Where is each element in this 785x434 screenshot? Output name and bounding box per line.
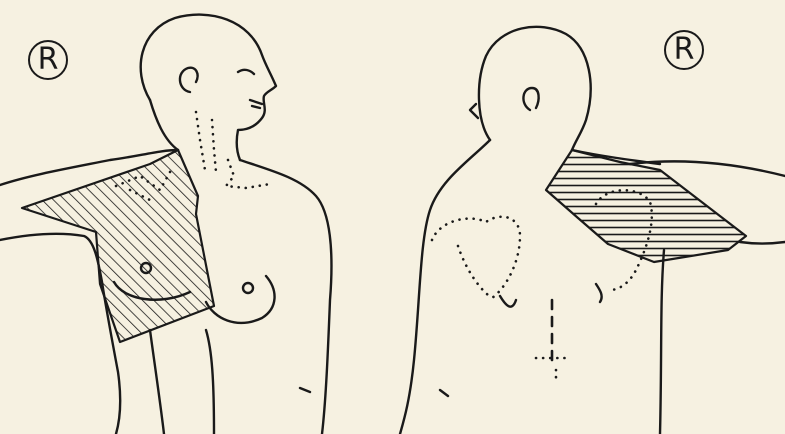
front-abdomen-line <box>206 330 310 434</box>
back-face-profile <box>470 104 478 118</box>
back-figure <box>400 27 785 434</box>
back-inner-contour <box>440 284 602 396</box>
back-arm-lower <box>740 242 785 244</box>
front-torso-right <box>240 160 331 434</box>
front-neck-dots <box>196 112 216 172</box>
back-torso-left <box>400 140 490 434</box>
back-lower-dots <box>536 358 568 384</box>
back-view-right-marker: R <box>664 30 704 70</box>
back-scapula-left-inner <box>458 246 492 298</box>
front-head-outline <box>141 15 276 160</box>
back-scapula-left <box>432 217 520 298</box>
back-ear <box>523 88 538 110</box>
front-referred-pain-area <box>22 150 214 342</box>
front-mouth <box>250 100 262 108</box>
front-torso-left <box>150 330 164 434</box>
back-referred-pain-area <box>546 150 746 262</box>
front-clavicle-dots <box>226 160 270 188</box>
front-neck-back <box>150 100 178 150</box>
front-ear <box>180 68 198 92</box>
front-nipple-right <box>243 283 253 293</box>
front-eye <box>238 70 254 74</box>
front-view-right-marker: R <box>28 40 68 80</box>
front-breast-right <box>206 276 275 323</box>
